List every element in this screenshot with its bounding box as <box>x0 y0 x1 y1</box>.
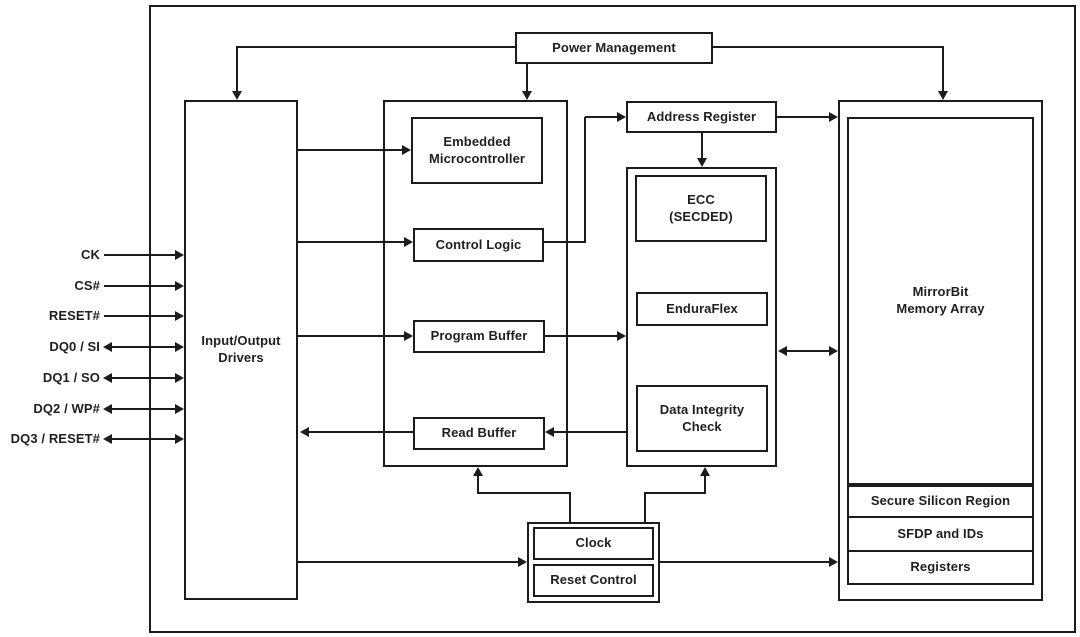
clock-box: Clock <box>533 527 654 560</box>
signal-label-ck: CK <box>81 247 100 262</box>
line-clock-to-ecc-rise <box>704 476 706 493</box>
signal-label-cs: CS# <box>74 278 100 293</box>
arrowhead-down-ar-ecc <box>697 158 707 167</box>
arrowhead-right-io-cl <box>404 237 413 247</box>
arrowhead-right-clock-mb <box>829 557 838 567</box>
arrowhead-down-pm-logic <box>522 91 532 100</box>
signal-line-dq1 <box>111 377 175 379</box>
line-ar-to-ecc <box>701 133 703 159</box>
signal-label-dq2-wp: DQ2 / WP# <box>33 401 100 416</box>
line-io-to-control-logic <box>298 241 404 243</box>
signal-line-dq2 <box>111 408 175 410</box>
arrowhead-right-dq3 <box>175 434 184 444</box>
line-read-buffer-to-io <box>309 431 413 433</box>
arrowhead-up-clock-logic <box>473 467 483 476</box>
line-pm-to-io <box>236 46 515 48</box>
mirrorbit-memory-array-box: MirrorBit Memory Array <box>847 117 1034 485</box>
line-pm-to-mirrorbit-drop <box>942 47 944 92</box>
address-register-box: Address Register <box>626 101 777 133</box>
line-io-to-mcu <box>298 149 402 151</box>
arrowhead-right-dq1 <box>175 373 184 383</box>
data-integrity-check-box: Data Integrity Check <box>636 385 768 452</box>
arrowhead-right-pb-ecc <box>617 331 626 341</box>
power-management-box: Power Management <box>515 32 713 64</box>
line-io-to-program-buffer <box>298 335 404 337</box>
enduraflex-box: EnduraFlex <box>636 292 768 326</box>
arrowhead-left-ecc-rb <box>545 427 554 437</box>
arrowhead-right-dq2 <box>175 404 184 414</box>
secure-silicon-region-box: Secure Silicon Region <box>847 485 1034 518</box>
line-cl-to-ar-2 <box>584 117 586 243</box>
program-buffer-box: Program Buffer <box>413 320 545 353</box>
line-io-to-clock <box>298 561 518 563</box>
arrowhead-right-io-mcu <box>402 145 411 155</box>
arrowhead-left-dq2 <box>103 404 112 414</box>
arrowhead-right-dq0 <box>175 342 184 352</box>
arrowhead-right-ar-mb <box>829 112 838 122</box>
arrowhead-right-cs <box>175 281 184 291</box>
signal-line-ck <box>104 254 175 256</box>
arrowhead-left-ecc-mb <box>778 346 787 356</box>
line-clock-to-mirrorbit <box>660 561 829 563</box>
line-ar-to-mirrorbit <box>777 116 829 118</box>
arrowhead-left-rb-io <box>300 427 309 437</box>
line-program-buffer-to-ecc <box>545 335 617 337</box>
signal-line-cs <box>104 285 175 287</box>
signal-line-dq0 <box>111 346 175 348</box>
signal-label-dq1-so: DQ1 / SO <box>42 370 100 385</box>
embedded-microcontroller-box: Embedded Microcontroller <box>411 117 543 184</box>
line-clock-to-ecc-stub <box>644 493 646 522</box>
line-pm-to-logic <box>526 64 528 92</box>
signal-label-dq3-reset: DQ3 / RESET# <box>10 431 100 446</box>
io-drivers-box: Input/Output Drivers <box>184 100 298 600</box>
read-buffer-box: Read Buffer <box>413 417 545 450</box>
line-cl-to-ar-3 <box>585 116 617 118</box>
arrowhead-down-pm-mirrorbit <box>938 91 948 100</box>
arrowhead-down-pm-io <box>232 91 242 100</box>
control-logic-box: Control Logic <box>413 228 544 262</box>
line-ecc-mirrorbit-bidir <box>786 350 829 352</box>
arrowhead-right-cl-ar <box>617 112 626 122</box>
signal-line-reset <box>104 315 175 317</box>
line-pm-to-io-drop <box>236 47 238 92</box>
arrowhead-right-ck <box>175 250 184 260</box>
arrowhead-right-reset <box>175 311 184 321</box>
sfdp-and-ids-box: SFDP and IDs <box>847 516 1034 552</box>
line-clock-to-ecc-h <box>644 492 706 494</box>
arrowhead-right-ecc-mb <box>829 346 838 356</box>
line-pm-to-mirrorbit <box>713 46 944 48</box>
line-clock-to-logic-stub <box>569 493 571 522</box>
signal-line-dq3 <box>111 438 175 440</box>
line-ecc-to-read-buffer <box>554 431 626 433</box>
line-clock-to-logic-rise <box>477 476 479 493</box>
arrowhead-up-clock-ecc <box>700 467 710 476</box>
reset-control-box: Reset Control <box>533 564 654 597</box>
arrowhead-right-io-clock <box>518 557 527 567</box>
line-cl-to-ar-1 <box>544 241 586 243</box>
arrowhead-left-dq0 <box>103 342 112 352</box>
registers-box: Registers <box>847 550 1034 585</box>
arrowhead-left-dq3 <box>103 434 112 444</box>
signal-label-reset: RESET# <box>48 308 100 323</box>
line-clock-to-logic-h <box>477 492 571 494</box>
arrowhead-left-dq1 <box>103 373 112 383</box>
signal-label-dq0-si: DQ0 / SI <box>49 339 100 354</box>
ecc-secded-box: ECC (SECDED) <box>635 175 767 242</box>
arrowhead-right-io-pb <box>404 331 413 341</box>
